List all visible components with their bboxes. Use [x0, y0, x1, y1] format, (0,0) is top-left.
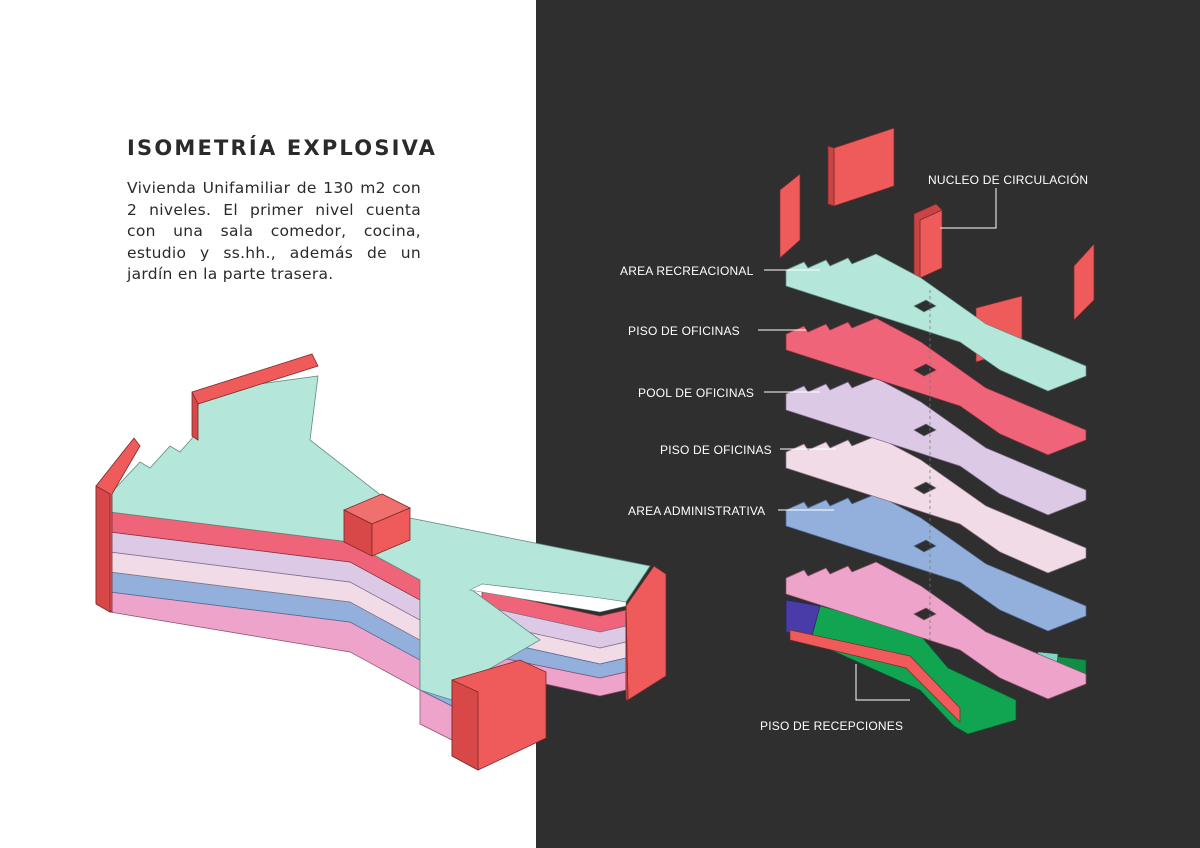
core-wall-top-left [779, 173, 801, 259]
exploded-axonometry: NUCLEO DE CIRCULACIÓN AREA RECREACIONAL … [620, 127, 1095, 735]
project-description: Vivienda Unifamiliar de 130 m2 con 2 niv… [127, 179, 421, 283]
core-wall-right [1073, 243, 1095, 321]
label-pool: POOL DE OFICINAS [638, 386, 754, 400]
label-recreacional: AREA RECREACIONAL [620, 264, 754, 278]
leader-recepciones [855, 664, 910, 701]
label-oficinas-1: PISO DE OFICINAS [628, 324, 740, 338]
wall-back-side [191, 391, 199, 441]
label-recepciones: PISO DE RECEPCIONES [760, 719, 903, 733]
label-nucleo: NUCLEO DE CIRCULACIÓN [928, 172, 1088, 187]
label-administrativa: AREA ADMINISTRATIVA [628, 504, 765, 518]
leader-nucleo [940, 188, 997, 229]
wall-right-side [625, 605, 629, 701]
front-core-side [451, 679, 479, 771]
label-oficinas-2: PISO DE OFICINAS [660, 443, 772, 457]
core-wall-nucleo [919, 209, 943, 279]
core-wall-top-center [833, 127, 895, 207]
roof-cutout [469, 583, 627, 613]
wall-left-top [95, 485, 111, 613]
core-wall-top-center-side [827, 145, 835, 207]
roof-box-right [371, 507, 411, 557]
isometric-building [95, 353, 667, 771]
page-title: ISOMETRÍA EXPLOSIVA [127, 136, 438, 160]
floor-reception-edge [789, 629, 961, 723]
